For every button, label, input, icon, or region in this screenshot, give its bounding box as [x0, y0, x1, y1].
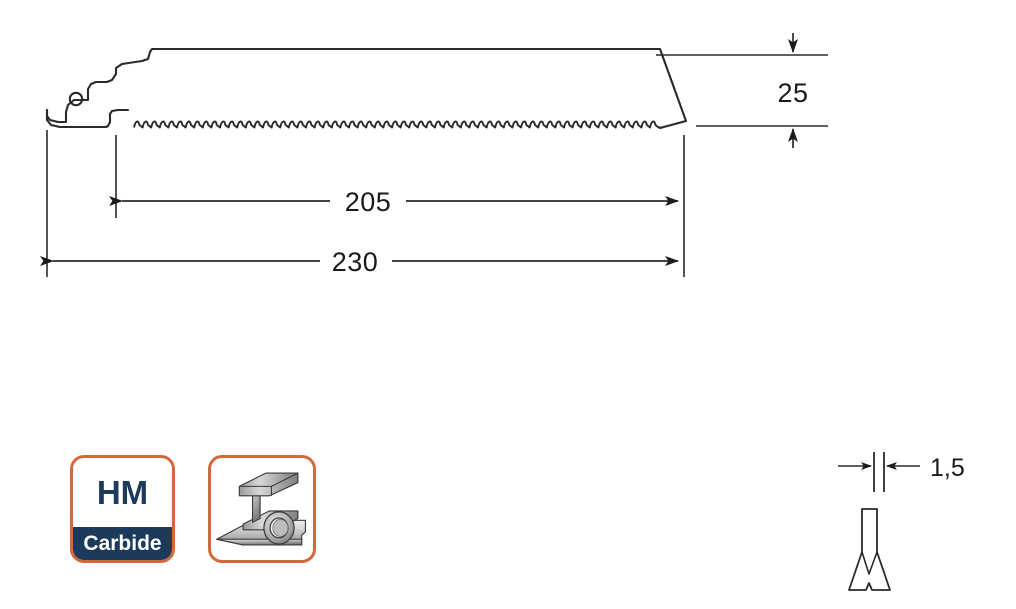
mounting-hole — [68, 91, 84, 107]
metal-profiles-icon — [216, 472, 307, 546]
dimension-25-label: 25 — [777, 78, 808, 108]
dimension-thickness: 1,5 — [838, 452, 965, 492]
dimension-25: 25 — [656, 33, 828, 148]
dimension-205-label: 205 — [345, 187, 392, 217]
carbide-label: Carbide — [83, 531, 162, 555]
metal-profiles-badge — [208, 455, 316, 563]
hm-label: HM — [96, 473, 149, 511]
dimension-thickness-label: 1,5 — [930, 454, 965, 482]
dimension-230-label: 230 — [332, 247, 379, 277]
tooth-cross-section-icon — [848, 508, 891, 591]
blade-teeth — [133, 120, 663, 129]
hm-carbide-top: HM — [73, 458, 172, 527]
hm-carbide-bottom: Carbide — [73, 527, 172, 560]
dimension-230: 230 — [40, 247, 679, 277]
hm-carbide-badge: HM Carbide — [70, 455, 175, 563]
saw-blade-outline — [45, 47, 688, 130]
dimension-205: 205 — [109, 187, 679, 217]
